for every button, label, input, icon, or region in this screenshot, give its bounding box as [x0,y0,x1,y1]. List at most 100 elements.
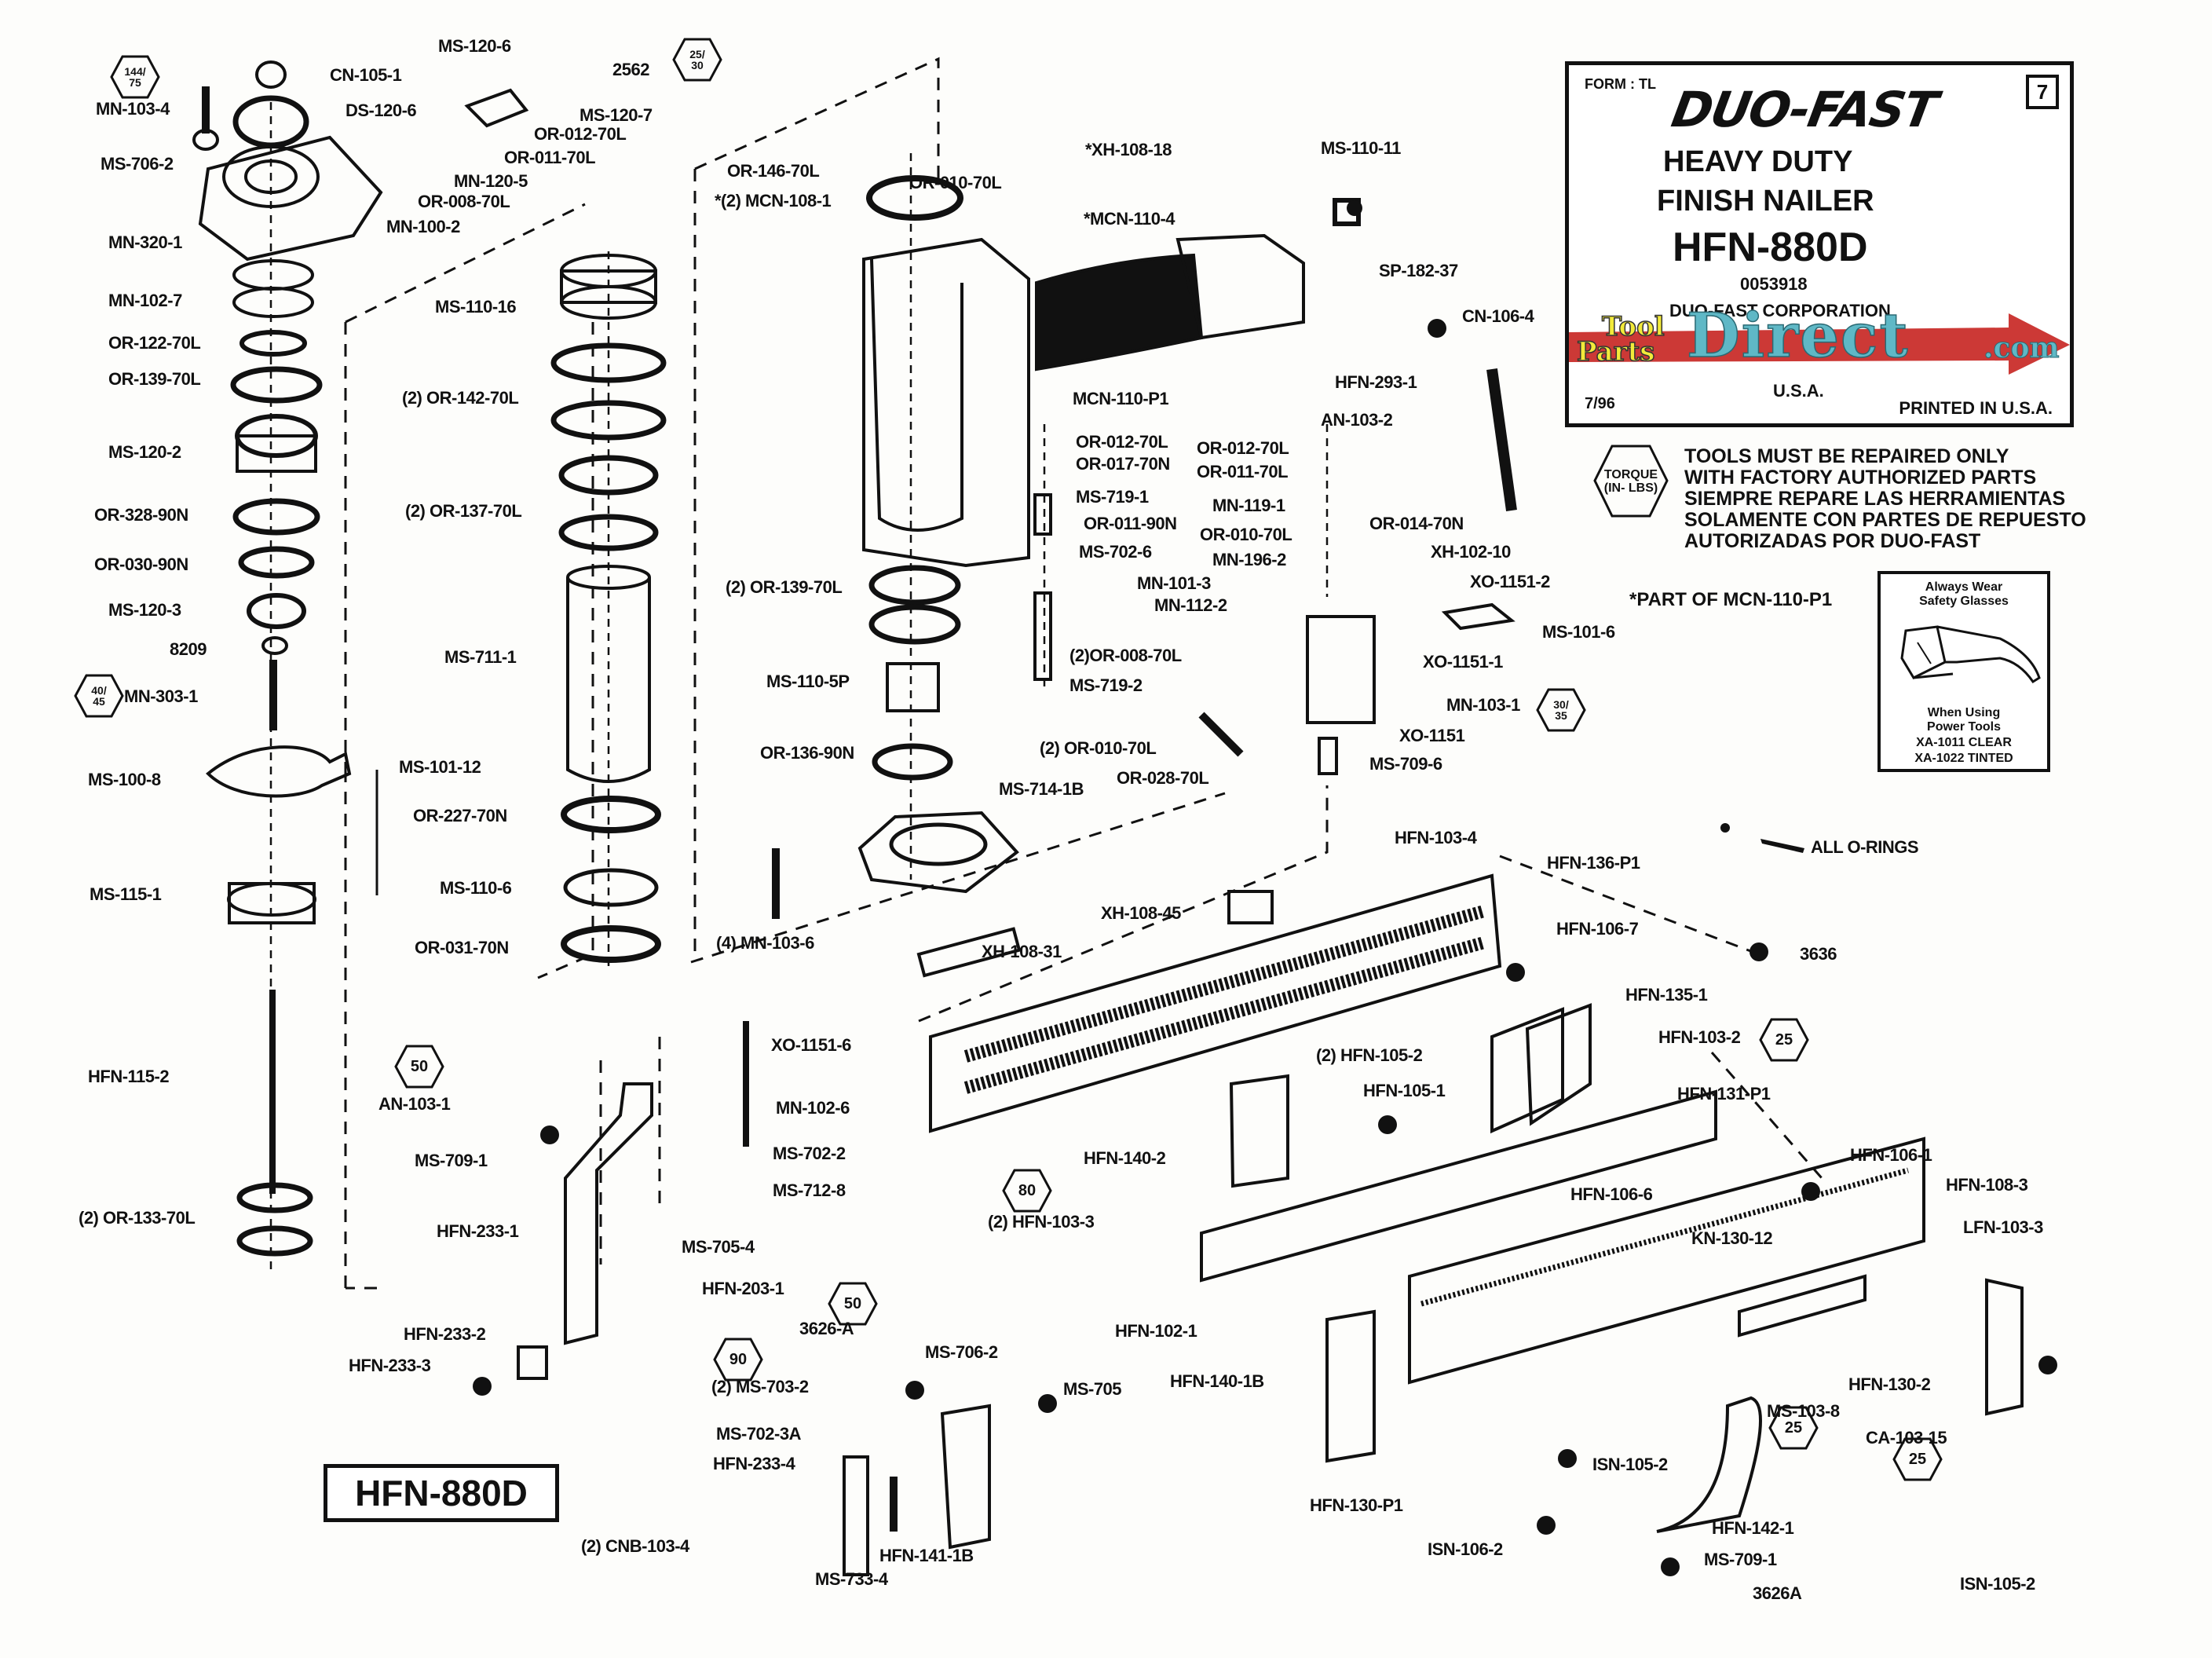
notice-line: SIEMPRE REPARE LAS HERRAMIENTAS [1684,488,2066,510]
safety-text: Power Tools [1927,720,2001,734]
part-label: (2) OR-137-70L [405,501,522,521]
red-arrow-icon [1569,313,2070,375]
torque-legend-line: TORQUE [1603,467,1658,481]
part-label: MS-709-6 [1369,754,1442,774]
part-label: HFN-106-7 [1556,919,1639,939]
part-label: OR-011-70L [1197,462,1289,481]
bracket-assembly [517,1021,991,1576]
safety-text: Safety Glasses [1919,595,2009,608]
part-label: MN-103-4 [96,99,170,119]
torque-hex: 90 [713,1338,763,1382]
part-label: OR-017-70N [1076,454,1170,474]
left-oring-stack [206,259,378,1257]
part-code: 0053918 [1740,274,1808,294]
part-label: XH-102-10 [1431,542,1511,562]
safety-text: XA-1022 TINTED [1914,752,2013,765]
part-label: MS-120-6 [438,36,511,56]
wedge-marker-icon [1760,839,1804,853]
part-label: OR-008-70L [418,192,510,211]
part-label: CN-105-1 [330,65,402,85]
part-label: HFN-131-P1 [1677,1084,1771,1104]
part-label: AN-103-2 [1321,410,1393,430]
part-label: HFN-293-1 [1335,372,1417,392]
torque-hex: 25/ 30 [672,38,722,82]
watermark-logo: Tool Parts Direct .com [1569,305,2071,378]
part-label: HFN-233-2 [404,1324,486,1344]
part-label: MN-101-3 [1137,573,1211,593]
part-label: OR-011-90N [1084,514,1177,533]
corporation: DUO-FAST CORPORATION [1669,301,1891,320]
part-label: HFN-233-3 [349,1356,431,1375]
part-label: (2) OR-010-70L [1040,738,1157,758]
model-box: HFN-880D [324,1464,559,1522]
cylinder-assembly [550,254,667,963]
assembly-guides [344,57,1823,1290]
safety-glasses-box: Always Wear Safety Glasses When Using Po… [1877,571,2050,772]
part-label: CN-106-4 [1462,306,1534,326]
part-label: MS-709-1 [1704,1550,1777,1569]
part-label: (4) MN-103-6 [716,933,814,953]
part-label: XH-108-45 [1101,903,1181,923]
part-label: MS-702-6 [1079,542,1152,562]
part-label: MS-115-1 [90,884,162,904]
part-label: OR-031-70N [415,938,509,957]
part-label: MS-120-2 [108,442,181,462]
torque-hex: 25 [1768,1406,1819,1450]
part-label: MS-120-3 [108,600,181,620]
part-label: XO-1151-6 [771,1035,851,1055]
torque-hex: 40/ 45 [74,674,124,718]
part-label: MN-196-2 [1212,550,1286,569]
torque-hex: 80 [1002,1169,1052,1213]
part-label: HFN-106-6 [1570,1184,1653,1204]
part-label: MN-103-1 [1446,695,1520,715]
part-label: MN-303-1 [124,686,198,706]
part-label: MS-705 [1063,1379,1122,1399]
safety-text: XA-1011 CLEAR [1916,736,2012,749]
part-label: 3626A [1753,1583,1802,1603]
part-label: MS-733-4 [815,1569,888,1589]
part-label: MS-120-7 [580,105,653,125]
part-label: HFN-135-1 [1625,985,1708,1005]
part-label: MS-100-8 [88,770,161,789]
safety-glasses-icon [1900,625,2041,684]
notice-line: WITH FACTORY AUTHORIZED PARTS [1684,467,2037,489]
model-number: HFN-880D [1673,225,1868,270]
main-housing [772,175,1305,919]
part-label: (2) OR-139-70L [726,577,843,597]
product-line-2: FINISH NAILER [1657,185,1874,218]
part-label: XO-1151-2 [1470,572,1550,591]
part-label: MN-102-6 [776,1098,850,1118]
part-label: (2) HFN-103-3 [988,1212,1095,1232]
part-label: 2562 [612,60,649,79]
country: U.S.A. [1773,381,1824,401]
part-label: OR-012-70L [534,124,627,144]
part-label: MS-706-2 [925,1342,998,1362]
part-label: *MCN-110-4 [1084,209,1175,229]
revision-date: 7/96 [1585,395,1615,412]
part-label: HFN-140-1B [1170,1371,1264,1391]
magazine-rail [916,873,2024,1533]
part-label: HFN-233-1 [437,1221,519,1241]
part-label: MS-702-2 [773,1144,846,1163]
part-label: MS-110-6 [440,878,512,898]
torque-legend-hex: TORQUE(IN- LBS) [1592,444,1669,518]
part-label: OR-010-70L [1200,525,1292,544]
part-label: MS-110-5P [766,672,850,691]
watermark-direct: Direct [1686,300,1910,371]
part-label: LFN-103-3 [1963,1217,2043,1237]
part-label: OR-012-70L [1076,432,1168,452]
part-label: MS-719-2 [1069,675,1143,695]
safety-text: Always Wear [1925,580,2003,594]
part-label: HFN-115-2 [88,1067,170,1086]
part-label: OR-227-70N [413,806,507,825]
torque-hex: 50 [394,1045,444,1089]
part-label: HFN-142-1 [1712,1518,1794,1538]
torque-hex: 25 [1892,1437,1943,1481]
part-label: HFN-130-2 [1848,1374,1931,1394]
part-label: MS-101-6 [1542,622,1615,642]
brand-logo: DUO-FAST [1667,81,1941,138]
part-label: MS-110-16 [435,297,517,317]
sheet-number: 7 [2026,75,2059,109]
part-label: XO-1151 [1399,726,1465,745]
